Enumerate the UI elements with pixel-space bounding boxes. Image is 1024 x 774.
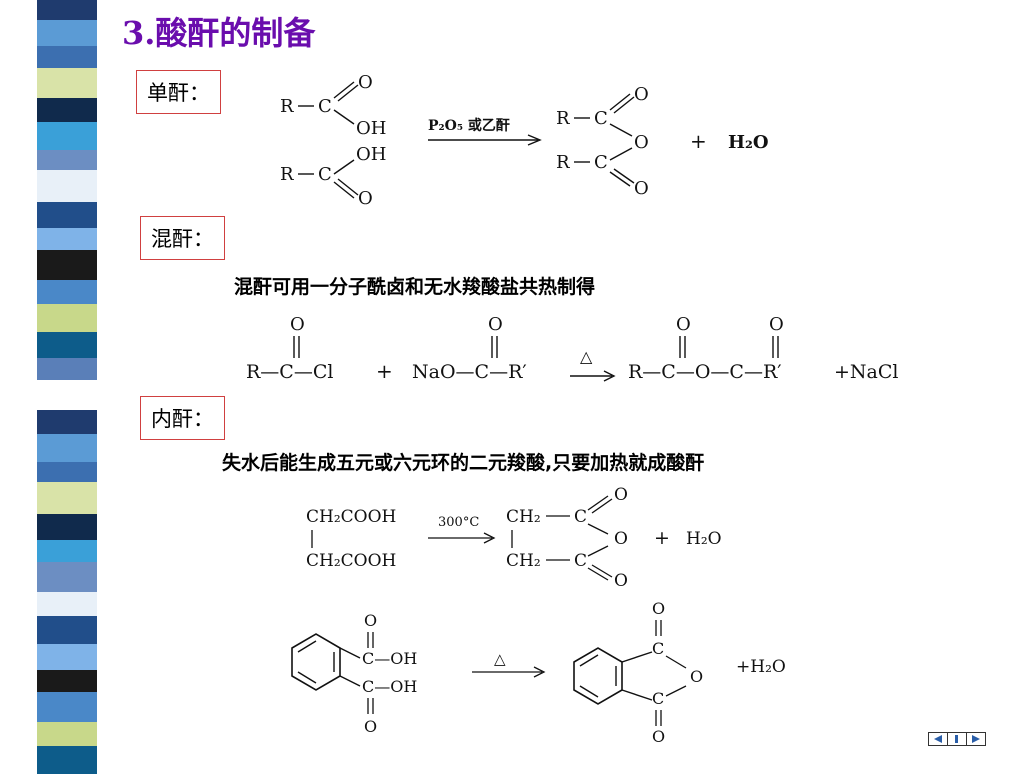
svg-text:O: O xyxy=(364,611,377,630)
stripe-segment xyxy=(37,98,97,122)
stripe-segment xyxy=(37,0,97,20)
svg-text:C: C xyxy=(574,507,587,527)
stripe-segment xyxy=(37,722,97,746)
svg-text:CH₂: CH₂ xyxy=(506,507,541,527)
svg-text:C: C xyxy=(652,639,664,658)
stripe-segment xyxy=(37,332,97,358)
svg-text:O: O xyxy=(290,314,305,335)
svg-text:O: O xyxy=(676,314,691,335)
svg-text:O: O xyxy=(652,599,665,618)
succinic-anhydride-equation: CH₂COOH CH₂COOH 300°C CH₂ C O O CH₂ C O … xyxy=(306,485,722,591)
svg-text:C—OH: C—OH xyxy=(362,677,417,696)
svg-text:O: O xyxy=(614,485,628,505)
svg-text:O: O xyxy=(364,717,377,736)
svg-text:P₂O₅ 或乙酐: P₂O₅ 或乙酐 xyxy=(428,117,510,134)
svg-text:R: R xyxy=(556,152,570,173)
svg-text:O: O xyxy=(652,727,665,744)
svg-text:O: O xyxy=(614,529,628,549)
svg-text:C: C xyxy=(652,689,664,708)
svg-text:R: R xyxy=(556,108,570,129)
stripe-segment xyxy=(37,380,97,410)
svg-text:+: + xyxy=(376,359,393,383)
stripe-segment xyxy=(37,462,97,482)
stripe-segment xyxy=(37,746,97,774)
svg-text:R—C—O—C—R′: R—C—O—C—R′ xyxy=(628,361,782,383)
svg-text:CH₂: CH₂ xyxy=(506,551,541,571)
stripe-segment xyxy=(37,644,97,670)
stripe-segment xyxy=(37,46,97,68)
label-inner-anhydride: 内酐： xyxy=(140,396,225,440)
svg-text:+H₂O: +H₂O xyxy=(736,657,786,677)
slide-title: 3.酸酐的制备 xyxy=(122,14,316,52)
stripe-segment xyxy=(37,670,97,692)
svg-text:CH₂COOH: CH₂COOH xyxy=(306,507,396,527)
previous-slide-button[interactable] xyxy=(929,733,948,745)
stripe-segment xyxy=(37,304,97,332)
stripe-segment xyxy=(37,434,97,462)
stripe-segment xyxy=(37,358,97,380)
stripe-segment xyxy=(37,562,97,592)
svg-text:O: O xyxy=(358,188,373,209)
svg-text:C—OH: C—OH xyxy=(362,649,417,668)
svg-text:OH: OH xyxy=(356,144,386,165)
stripe-segment xyxy=(37,616,97,644)
inner-anhydride-note: 失水后能生成五元或六元环的二元羧酸,只要加热就成酸酐 xyxy=(222,452,705,474)
svg-text:△: △ xyxy=(494,650,506,668)
stripe-segment xyxy=(37,170,97,202)
label-mixed-anhydride: 混酐： xyxy=(140,216,225,260)
stripe-segment xyxy=(37,410,97,434)
svg-text:C: C xyxy=(594,152,608,173)
stripe-segment xyxy=(37,540,97,562)
svg-text:O: O xyxy=(358,72,373,93)
slide-navigation xyxy=(928,732,986,746)
mixed-anhydride-equation: O O O O R—C—Cl + NaO—C—R′ △ R—C—O—C—R′ +… xyxy=(246,314,899,383)
stripe-segment xyxy=(37,228,97,250)
phthalic-anhydride-equation: O C—OH C—OH O △ O C O C O +H₂O xyxy=(291,599,786,744)
svg-text:C: C xyxy=(594,108,608,129)
next-slide-button[interactable] xyxy=(967,733,985,745)
stripe-segment xyxy=(37,482,97,514)
svg-text:O: O xyxy=(690,667,703,686)
svg-text:CH₂COOH: CH₂COOH xyxy=(306,551,396,571)
stripe-segment xyxy=(37,280,97,304)
svg-text:O: O xyxy=(634,178,649,199)
svg-text:H₂O: H₂O xyxy=(728,132,769,153)
stripe-segment xyxy=(37,122,97,150)
stripe-segment xyxy=(37,514,97,540)
svg-text:OH: OH xyxy=(356,118,386,139)
stripe-segment xyxy=(37,68,97,98)
svg-text:300°C: 300°C xyxy=(438,515,479,530)
mixed-anhydride-note: 混酐可用一分子酰卤和无水羧酸盐共热制得 xyxy=(234,276,596,298)
svg-text:C: C xyxy=(318,96,332,117)
svg-text:H₂O: H₂O xyxy=(686,529,722,549)
slide-menu-button[interactable] xyxy=(948,733,967,745)
stripe-segment xyxy=(37,20,97,46)
svg-text:O: O xyxy=(488,314,503,335)
stripe-segment xyxy=(37,592,97,616)
svg-text:O: O xyxy=(634,132,649,153)
svg-text:+: + xyxy=(690,129,707,153)
svg-text:+: + xyxy=(654,527,670,549)
svg-text:NaO—C—R′: NaO—C—R′ xyxy=(412,361,527,383)
svg-text:R—C—Cl: R—C—Cl xyxy=(246,361,333,383)
svg-text:O: O xyxy=(769,314,784,335)
svg-text:R: R xyxy=(280,96,294,117)
svg-text:+NaCl: +NaCl xyxy=(834,361,899,383)
stripe-segment xyxy=(37,202,97,228)
svg-text:O: O xyxy=(614,571,628,591)
svg-text:R: R xyxy=(280,164,294,185)
label-simple-anhydride: 单酐： xyxy=(136,70,221,114)
svg-text:O: O xyxy=(634,84,649,105)
simple-anhydride-equation: R C O OH OH R C O P₂O₅ 或乙酐 R C O O R C O… xyxy=(280,72,769,209)
stripe-segment xyxy=(37,250,97,280)
svg-text:△: △ xyxy=(580,347,593,366)
svg-text:C: C xyxy=(318,164,332,185)
svg-text:C: C xyxy=(574,551,587,571)
stripe-segment xyxy=(37,150,97,170)
stripe-segment xyxy=(37,692,97,722)
decorative-stripe-bar xyxy=(37,0,97,774)
